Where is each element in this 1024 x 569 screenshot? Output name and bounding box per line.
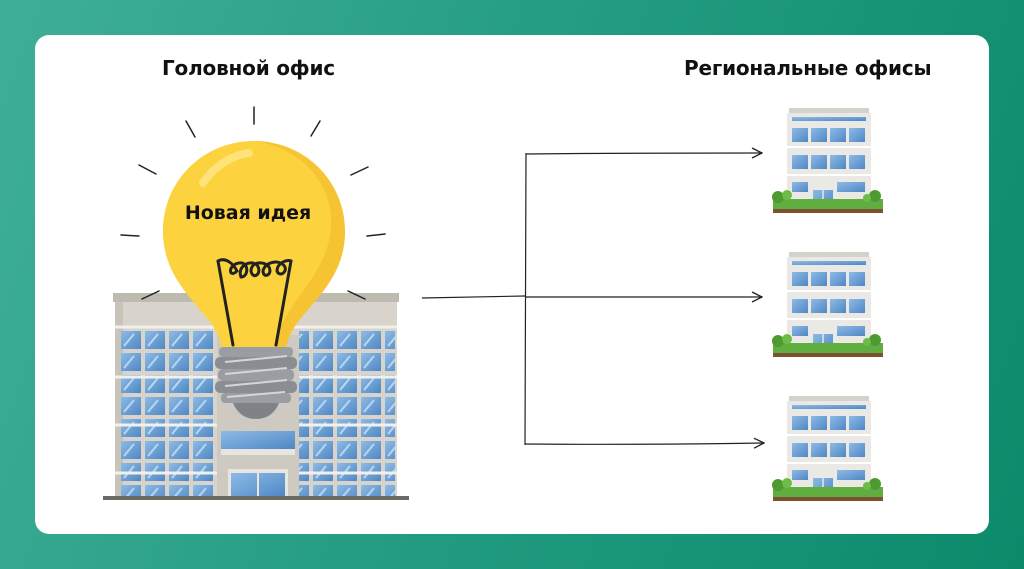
regional-offices-title: Региональные офисы [684, 56, 932, 80]
diagram-canvas: Новая идея [103, 106, 884, 502]
arrow-icon [421, 152, 764, 446]
arrow-to-office-1 [525, 153, 762, 154]
arrow-to-office-3 [524, 443, 764, 444]
lightbulb-icon [120, 106, 386, 419]
arrow-main-line [421, 295, 526, 299]
idea-label: Новая идея [185, 202, 311, 224]
regional-office-building-icon [771, 251, 884, 358]
head-office-title: Головной офис [162, 56, 335, 80]
arrow-vertical-line [524, 152, 527, 446]
regional-office-building-icon [772, 108, 883, 213]
diagram-card: Головной офис Региональные офисы [35, 35, 989, 534]
regional-office-building-icon [771, 395, 884, 502]
